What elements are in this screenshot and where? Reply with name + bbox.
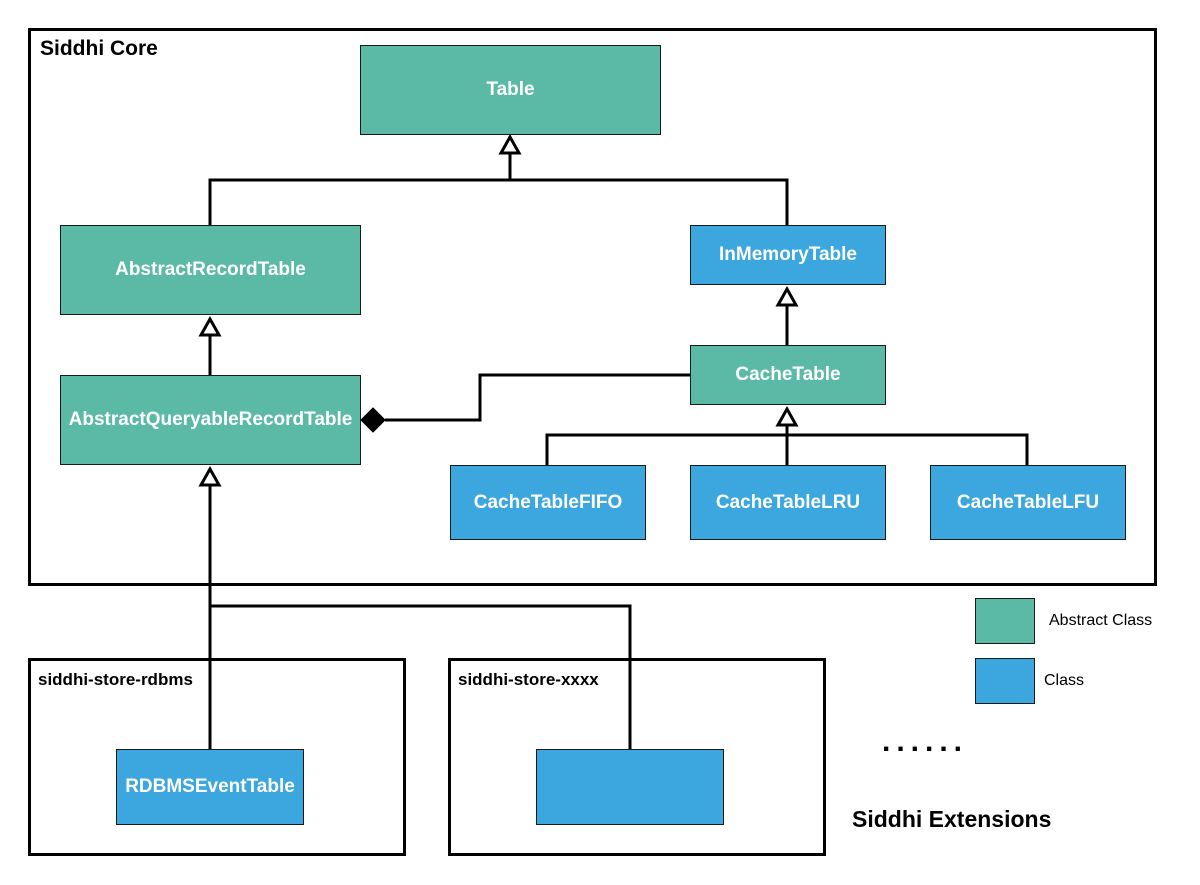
siddhi-core-frame bbox=[28, 28, 1157, 586]
legend-abstract-swatch bbox=[975, 598, 1035, 644]
legend-class-label: Class bbox=[1044, 672, 1085, 689]
node-abstract-record-table: AbstractRecordTable bbox=[60, 225, 361, 315]
siddhi-store-rdbms-title: siddhi-store-rdbms bbox=[38, 670, 193, 689]
arrowhead-table bbox=[498, 133, 522, 155]
node-xxxx-table bbox=[536, 749, 724, 825]
arrowhead-aqrt bbox=[198, 465, 222, 487]
edge-composition-cachetable bbox=[385, 373, 690, 422]
node-cache-table-lfu: CacheTableLFU bbox=[930, 465, 1126, 540]
node-cache-table-fifo: CacheTableFIFO bbox=[450, 465, 646, 540]
node-abstract-queryable-record-table: AbstractQueryableRecordTable bbox=[60, 375, 361, 465]
siddhi-store-rdbms-frame bbox=[28, 658, 406, 856]
siddhi-core-title: Siddhi Core bbox=[40, 37, 158, 60]
node-rdbms-event-table: RDBMSEventTable bbox=[116, 749, 304, 825]
edge-xxxx-to-aqrt bbox=[210, 604, 632, 749]
arrowhead-abstractrecordtable bbox=[198, 315, 222, 337]
siddhi-extensions-title: Siddhi Extensions bbox=[852, 806, 1052, 832]
siddhi-store-xxxx-frame bbox=[448, 658, 826, 856]
more-extensions-ellipsis: ...... bbox=[882, 725, 969, 758]
siddhi-store-xxxx-title: siddhi-store-xxxx bbox=[458, 670, 599, 689]
node-in-memory-table: InMemoryTable bbox=[690, 225, 886, 285]
edge-abstractrecordtable-to-table bbox=[208, 178, 789, 226]
legend-abstract-label: Abstract Class bbox=[1049, 612, 1153, 629]
node-table: Table bbox=[360, 45, 661, 135]
arrowhead-inmemorytable bbox=[775, 285, 799, 307]
legend-class-swatch bbox=[975, 658, 1035, 704]
arrowhead-cachetable bbox=[775, 405, 799, 427]
node-cache-table: CacheTable bbox=[690, 345, 886, 405]
node-cache-table-lru: CacheTableLRU bbox=[690, 465, 886, 540]
composition-diamond bbox=[360, 407, 386, 433]
